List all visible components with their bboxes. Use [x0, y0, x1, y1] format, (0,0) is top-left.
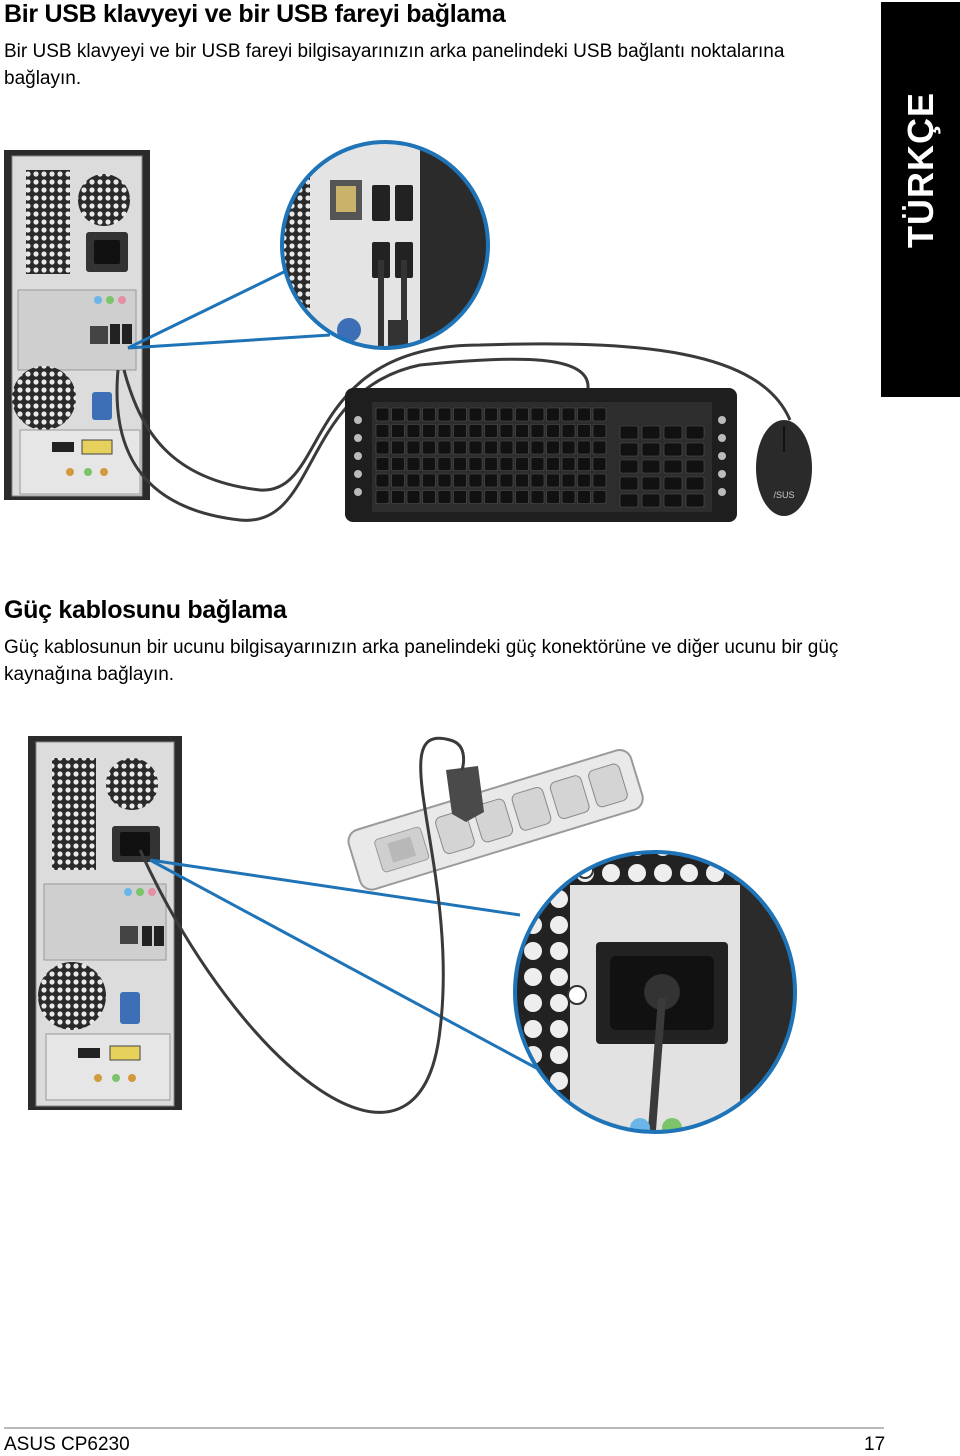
power-strip: [347, 749, 644, 891]
power-connection-illustration: [28, 736, 797, 1134]
mouse-brand: /SUS: [773, 490, 794, 500]
pc-tower-rear: [4, 150, 150, 500]
section-title-usb: Bir USB klavyeyi ve bir USB fareyi bağla…: [4, 0, 506, 28]
section-body-power: Güç kablosunun bir ucunu bilgisayarınızı…: [4, 637, 839, 685]
section-body-usb: Bir USB klavyeyi ve bir USB fareyi bilgi…: [4, 41, 785, 89]
footer-divider: [4, 1427, 884, 1429]
language-tab-label: TÜRKÇE: [899, 92, 941, 248]
footer-page-number: 17: [864, 1434, 886, 1455]
power-plug: [446, 766, 484, 822]
section-title-power: Güç kablosunu bağlama: [4, 596, 287, 624]
footer-product: ASUS CP6230: [4, 1434, 130, 1455]
usb-connection-illustration: /SUS: [4, 140, 812, 522]
language-tab: TÜRKÇE: [881, 2, 960, 397]
usb-mouse: /SUS: [756, 420, 812, 516]
keyboard-keys: [354, 407, 726, 508]
usb-port-zoom: [282, 142, 488, 348]
power-connector-zoom: [515, 852, 795, 1132]
pc-tower-rear: [28, 736, 182, 1110]
